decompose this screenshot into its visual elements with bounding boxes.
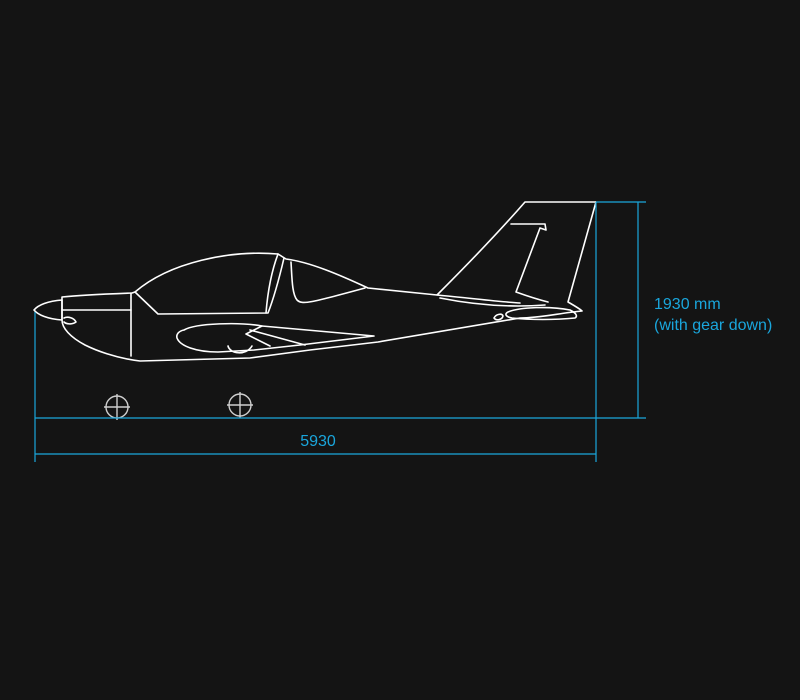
canopy-rear-pillar	[265, 253, 279, 314]
fuselage-outline	[61, 201, 597, 362]
height-dimension: 1930 mm (with gear down)	[596, 201, 772, 418]
tail-small-window	[493, 313, 504, 321]
length-dimension: 5930	[34, 202, 646, 462]
tail-fillet	[439, 297, 546, 307]
wheel-fairing	[227, 345, 253, 354]
wing-root-fairing	[176, 322, 375, 353]
aircraft-side-view	[33, 201, 597, 362]
height-label-line1: 1930 mm	[654, 296, 721, 313]
height-label-line2: (with gear down)	[654, 317, 772, 334]
main-wheel-marker	[227, 392, 253, 418]
tail-cone-line	[436, 294, 521, 304]
nose-wheel-marker	[104, 394, 130, 420]
length-label: 5930	[300, 433, 336, 450]
cowl-inlet	[63, 316, 77, 325]
canopy-frame	[134, 257, 285, 315]
propeller-spinner	[33, 299, 63, 321]
rudder-hinge-line	[510, 223, 549, 303]
wing-flap-line	[245, 325, 306, 347]
horizontal-stabilizer	[505, 306, 578, 321]
rear-window	[290, 261, 366, 304]
